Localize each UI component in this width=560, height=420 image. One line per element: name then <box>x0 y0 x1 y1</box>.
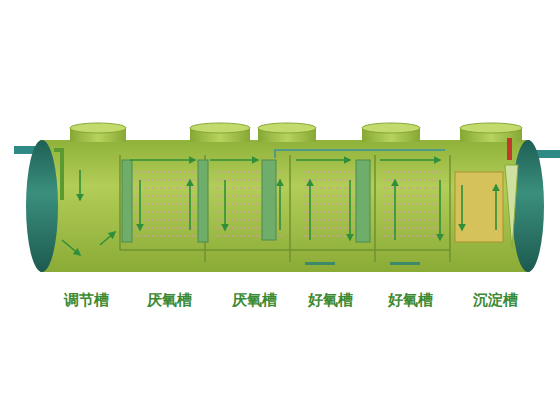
tank-label: 好氧槽 <box>308 291 353 309</box>
tank-label: 好氧槽 <box>388 291 433 309</box>
tank-label: 沉淀槽 <box>473 291 518 309</box>
tank-label: 调节槽 <box>64 291 109 309</box>
tank-label: 厌氧槽 <box>147 291 192 309</box>
tank-label: 厌氧槽 <box>232 291 277 309</box>
